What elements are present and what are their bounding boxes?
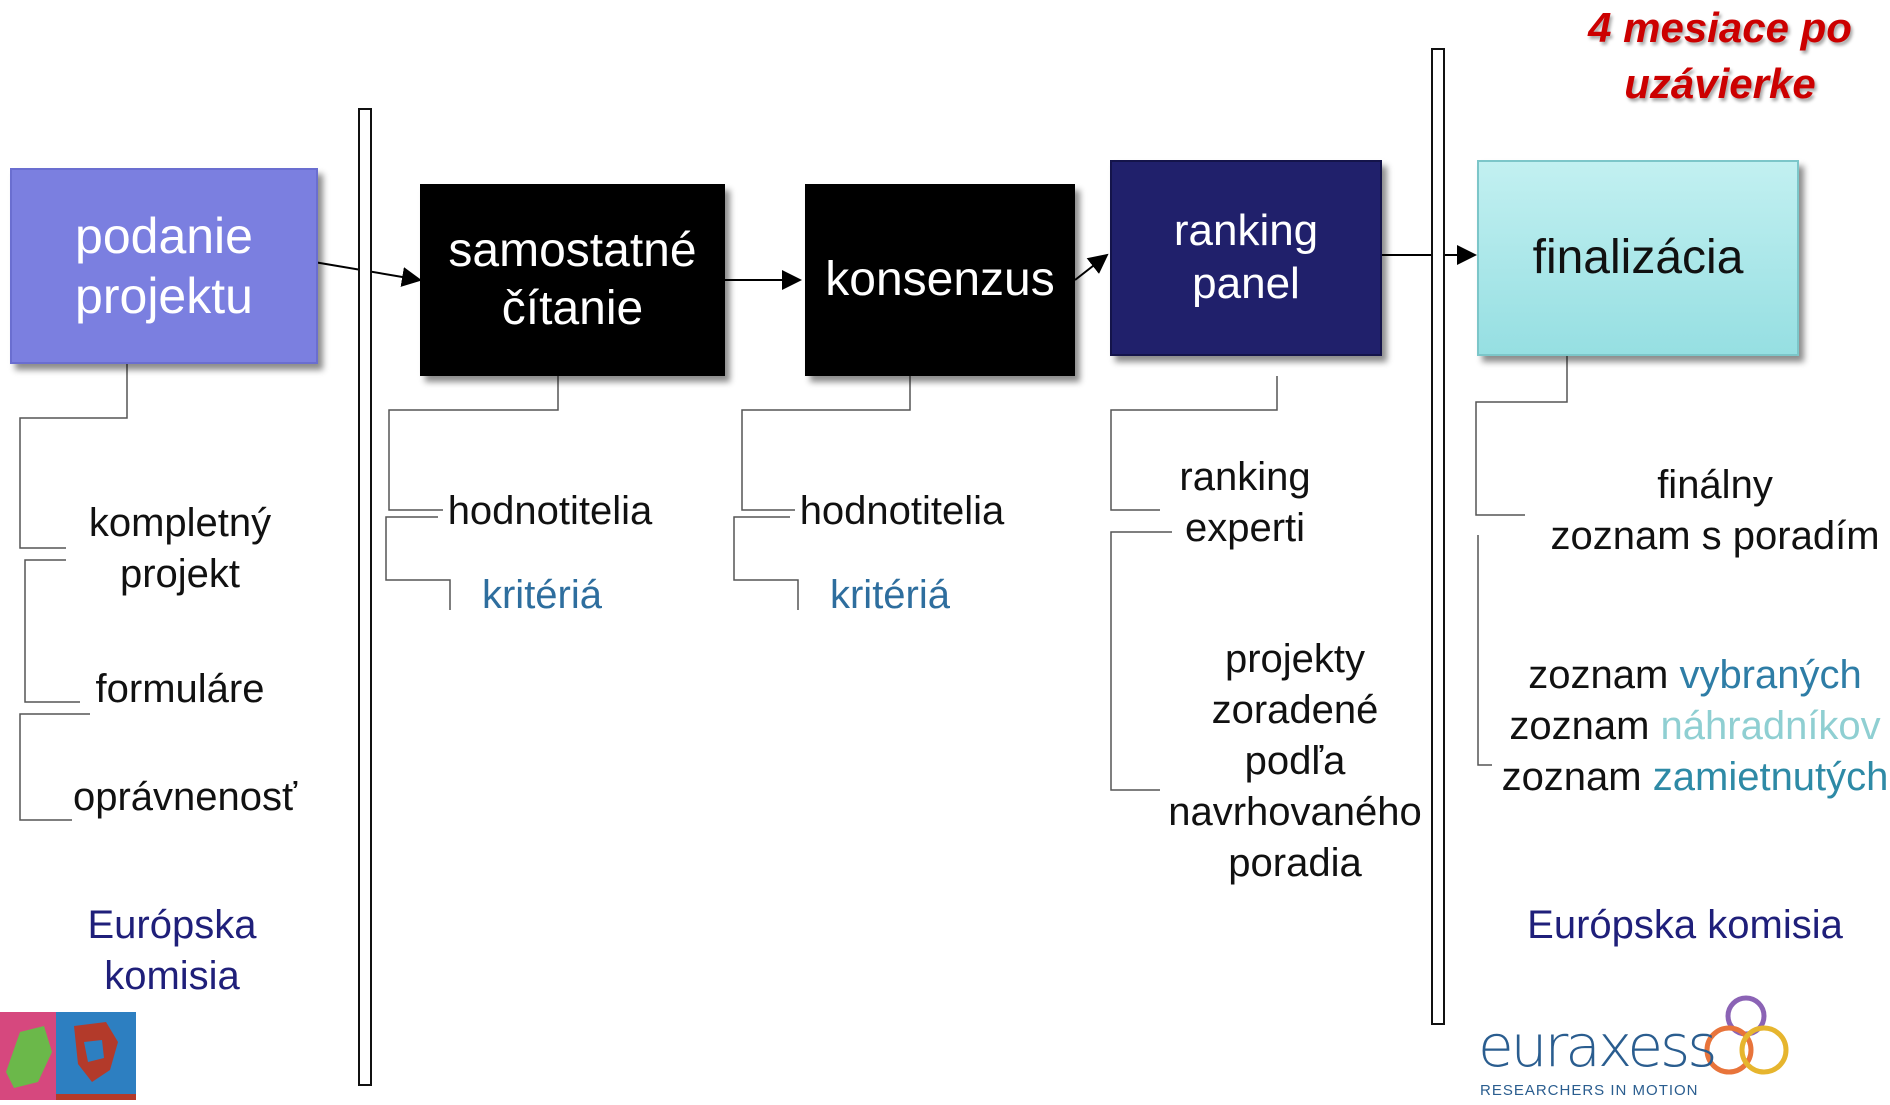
ranking-experts: ranking experti	[1160, 452, 1330, 554]
final-list-rejected: zoznam zamietnutých	[1501, 755, 1889, 799]
bracket-submission-1	[19, 360, 128, 549]
euraxess-mark	[1704, 995, 1789, 1075]
final-item1-line1: finálny	[1657, 463, 1773, 507]
ranking-item2-line1: projekty	[1224, 637, 1366, 681]
separator-right	[1431, 48, 1445, 1025]
step-ranking-line1: ranking	[1173, 206, 1319, 256]
final-selected-word: vybraných	[1679, 653, 1862, 697]
deadline-line2: uzávierke	[1624, 60, 1816, 107]
ranking-item2-line4: navrhovaného	[1168, 790, 1422, 834]
deadline-line1: 4 mesiace po	[1588, 4, 1852, 51]
euraxess-tagline: RESEARCHERS IN MOTION	[1480, 1082, 1699, 1099]
reading-criteria: kritériá	[481, 573, 603, 617]
submission-complete-project: kompletný projekt	[80, 498, 280, 600]
ranking-item1-line2: experti	[1184, 506, 1306, 550]
consensus-criteria: kritériá	[829, 573, 951, 617]
final-lists: zoznam vybraných zoznam náhradníkov zozn…	[1500, 650, 1890, 803]
bracket-reading-2	[385, 516, 451, 610]
bracket-consensus-2	[733, 516, 799, 610]
bracket-ranking-2	[1110, 531, 1172, 791]
step-reading-line2: čítanie	[501, 282, 644, 335]
step-reading-line1: samostatné	[448, 224, 697, 278]
portrait-logo-image	[0, 1012, 136, 1100]
consensus-evaluators: hodnotitelia	[799, 489, 1005, 533]
reading-evaluators: hodnotitelia	[447, 489, 653, 533]
final-actor: Európska komisia	[1527, 903, 1843, 947]
step-ranking-line2: panel	[1192, 259, 1300, 308]
submission-actor-line1: Európska	[87, 903, 257, 947]
submission-forms: formuláre	[95, 667, 265, 711]
submission-eligibility: oprávnenosť	[72, 775, 298, 819]
ranking-item2-line2: zoradené	[1211, 688, 1379, 732]
portrait-logo	[0, 1012, 136, 1100]
step-reading: samostatné čítanie	[420, 184, 725, 376]
final-item1-line2: zoznam s poradím	[1550, 514, 1880, 558]
bracket-submission-2	[24, 559, 80, 703]
ranking-item1-line1: ranking	[1179, 455, 1311, 499]
step-finalization-line1: finalizácia	[1532, 231, 1744, 285]
deadline-label: 4 mesiace po uzávierke	[1540, 0, 1890, 112]
final-ranked-list: finálny zoznam s poradím	[1540, 460, 1890, 562]
submission-item1-line2: projekt	[119, 552, 241, 596]
submission-actor: Európska komisia	[72, 900, 272, 1002]
bracket-ranking-1	[1110, 376, 1278, 511]
step-ranking: ranking panel	[1110, 160, 1382, 356]
step-finalization: finalizácia	[1477, 160, 1799, 356]
step-submission: podanie projektu	[10, 168, 318, 364]
ranking-ordered-projects: projekty zoradené podľa navrhovaného por…	[1160, 634, 1430, 889]
final-reserve-word: náhradníkov	[1660, 704, 1881, 748]
arrow-consensus-to-ranking	[1074, 253, 1109, 281]
bracket-consensus-1	[741, 376, 911, 511]
separator-left	[358, 108, 372, 1086]
final-list-selected: zoznam vybraných	[1528, 653, 1862, 697]
step-submission-line1: podanie	[75, 208, 253, 264]
step-consensus: konsenzus	[805, 184, 1075, 376]
final-rejected-word: zamietnutých	[1652, 755, 1889, 799]
submission-actor-line2: komisia	[104, 954, 240, 998]
euraxess-wordmark: euraxess	[1478, 1012, 1717, 1080]
step-submission-line2: projektu	[75, 268, 253, 324]
step-consensus-line1: konsenzus	[825, 253, 1055, 307]
bracket-submission-3	[19, 713, 90, 821]
euraxess-logo: euraxess RESEARCHERS IN MOTION	[1474, 990, 1814, 1100]
bracket-final-1	[1475, 352, 1568, 516]
ranking-item2-line5: poradia	[1228, 841, 1362, 885]
bracket-reading-1	[388, 376, 559, 511]
ranking-item2-line3: podľa	[1244, 739, 1346, 783]
final-list-reserve: zoznam náhradníkov	[1509, 704, 1881, 748]
submission-item1-line1: kompletný	[88, 501, 272, 545]
bracket-final-2	[1477, 535, 1492, 766]
